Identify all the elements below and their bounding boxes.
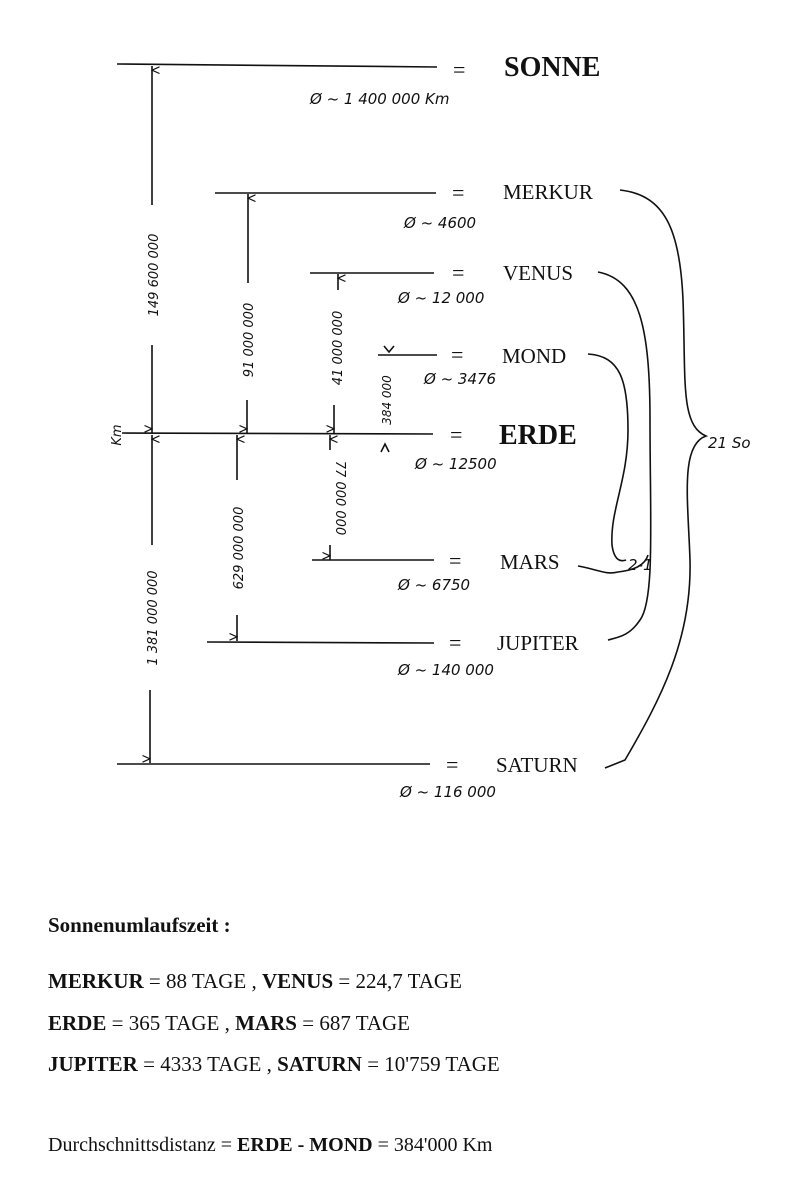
mond-arrow-marks — [380, 345, 395, 453]
equals-sign: = — [453, 57, 465, 82]
merkur-saturn-brace — [604, 189, 709, 769]
diameter-saturn: Ø ~ 116 000 — [399, 783, 496, 801]
erde-level-line — [121, 432, 434, 435]
saturn-distance-label: 1 381 000 000 — [146, 570, 161, 665]
footer-suffix: = 384'000 Km — [372, 1134, 493, 1156]
diameter-sonne: Ø ~ 1 400 000 Km — [309, 90, 449, 108]
equals-sign: = — [450, 422, 462, 447]
average-distance-line: Durchschnittsdistanz = ERDE - MOND = 384… — [48, 1134, 492, 1157]
orbit-title: Sonnenumlaufszeit : — [48, 913, 231, 937]
venus-jupiter-curve — [597, 271, 652, 641]
orbit-value: = 10'759 TAGE — [367, 1052, 500, 1076]
merkur-distance-label: 91 000 000 — [242, 303, 257, 377]
sonne-distance-label: 149 600 000 — [147, 234, 162, 317]
body-name-jupiter: JUPITER — [497, 631, 579, 655]
equals-sign: = — [452, 260, 464, 285]
planet-name: MERKUR — [48, 969, 144, 993]
sonne-level-line — [116, 63, 438, 68]
orbit-line-1: MERKUR = 88 TAGE , VENUS = 224,7 TAGE — [48, 969, 462, 994]
footer-prefix: Durchschnittsdistanz = — [48, 1134, 238, 1156]
planet-name: SATURN — [277, 1052, 362, 1076]
planet-name: VENUS — [261, 969, 334, 993]
body-name-merkur: MERKUR — [503, 180, 593, 204]
jupiter-level-line — [206, 641, 435, 644]
orbit-line-3: JUPITER = 4333 TAGE , SATURN = 10'759 TA… — [48, 1052, 500, 1077]
orbit-value: = 4333 TAGE , — [143, 1052, 272, 1076]
orbit-value: = 687 TAGE — [302, 1011, 411, 1035]
equals-sign: = — [446, 752, 458, 777]
body-name-sonne: SONNE — [504, 52, 600, 83]
planet-name: MARS — [235, 1011, 297, 1035]
diameter-merkur: Ø ~ 4600 — [403, 214, 476, 232]
diameter-mars: Ø ~ 6750 — [397, 576, 470, 594]
diameter-erde: Ø ~ 12500 — [414, 455, 497, 473]
planet-name: JUPITER — [48, 1052, 138, 1076]
body-name-saturn: SATURN — [496, 753, 578, 777]
body-name-erde: ERDE — [499, 420, 577, 451]
orbit-line-2: ERDE = 365 TAGE , MARS = 687 TAGE — [48, 1011, 410, 1036]
equals-sign: = — [449, 548, 461, 573]
equals-sign: = — [451, 342, 463, 367]
body-name-mars: MARS — [500, 550, 560, 574]
mond-mars-curve — [587, 353, 629, 562]
body-name-mond: MOND — [502, 344, 566, 368]
footer-bold: ERDE - MOND — [237, 1134, 373, 1156]
unit-label: Km — [110, 424, 125, 445]
jupiter-distance-label: 629 000 000 — [232, 507, 247, 590]
mars-ratio-link — [577, 554, 649, 574]
diameter-jupiter: Ø ~ 140 000 — [397, 661, 494, 679]
orbit-value: = 365 TAGE , — [111, 1011, 230, 1035]
planet-distance-diagram: 149 600 000 91 000 000 41 000 000 384 00… — [110, 52, 751, 801]
diameter-mond: Ø ~ 3476 — [423, 370, 496, 388]
body-name-venus: VENUS — [503, 261, 573, 285]
planet-name: ERDE — [48, 1011, 107, 1035]
orbit-value: = 88 TAGE , — [148, 969, 257, 993]
ratio-so-label: 21 So — [708, 434, 751, 452]
mars-distance-label: 77 000 000 — [332, 461, 347, 535]
ratio-mars-label: 2-1 — [628, 556, 653, 574]
diameter-venus: Ø ~ 12 000 — [397, 289, 484, 307]
equals-sign: = — [449, 630, 461, 655]
equals-sign: = — [452, 180, 464, 205]
orbit-value: = 224,7 TAGE — [338, 969, 462, 993]
mond-distance-label: 384 000 — [380, 375, 394, 425]
venus-distance-label: 41 000 000 — [331, 311, 346, 385]
